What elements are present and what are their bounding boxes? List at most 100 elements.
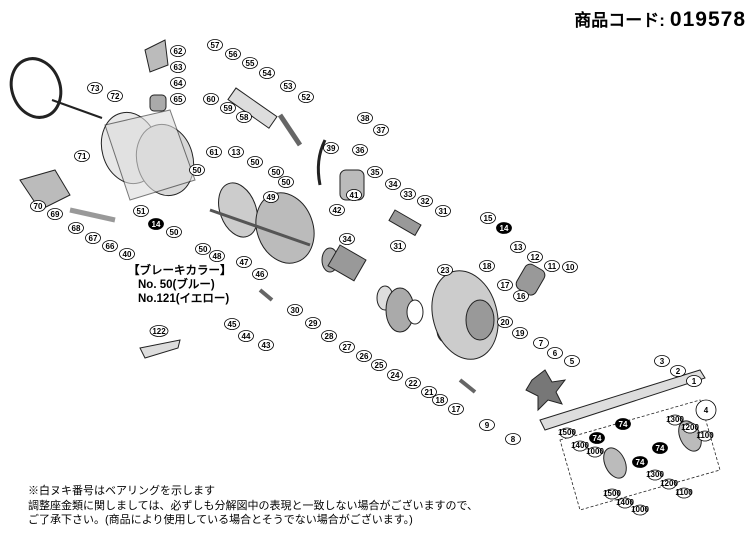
callout-17: 17: [497, 279, 513, 291]
callout-circle: [544, 260, 560, 272]
callout-number: 1500: [603, 489, 621, 498]
callout-number: 50: [199, 245, 208, 254]
callout-3: 3: [654, 355, 670, 367]
callout-number: 59: [224, 104, 233, 113]
callout-48: 48: [209, 250, 225, 262]
callout-circle: [207, 39, 223, 51]
callout-number: 1000: [631, 505, 649, 514]
callout-60: 60: [203, 93, 219, 105]
product-code-label: 商品コード:: [574, 11, 665, 30]
callout-number: 56: [229, 50, 238, 59]
callout-number: 38: [361, 114, 370, 123]
shaft-part: [69, 207, 116, 223]
callout-circle: [559, 427, 575, 439]
callout-number: 44: [242, 332, 251, 341]
callout-number: 45: [228, 320, 237, 329]
callout-circle: [437, 264, 453, 276]
callout-36: 36: [352, 144, 368, 156]
callout-13: 13: [510, 241, 526, 253]
callout-43: 43: [258, 339, 274, 351]
callout-circle: [654, 355, 670, 367]
callout-number: 40: [123, 250, 132, 259]
callout-number: 41: [350, 191, 359, 200]
screw-part: [277, 113, 303, 147]
callout-1200: 1200: [660, 478, 678, 490]
callout-number: 22: [409, 379, 418, 388]
callout-69: 69: [47, 208, 63, 220]
callout-number: 29: [309, 319, 318, 328]
callout-7: 7: [533, 337, 549, 349]
callout-53: 53: [280, 80, 296, 92]
callout-number: 33: [404, 190, 413, 199]
callout-circle: [195, 243, 211, 255]
callout-circle: [496, 222, 512, 234]
callout-27: 27: [339, 341, 355, 353]
callout-number: 52: [302, 93, 311, 102]
callout-number: 23: [441, 266, 450, 275]
callout-number: 13: [514, 243, 523, 252]
callout-32: 32: [417, 195, 433, 207]
callout-64: 64: [170, 77, 186, 89]
pawl-part: [316, 139, 327, 186]
callout-circle: [479, 260, 495, 272]
brake-color-item: No.121(イエロー): [138, 293, 230, 305]
callout-18: 18: [479, 260, 495, 272]
callout-58: 58: [236, 111, 252, 123]
callout-circle: [329, 204, 345, 216]
brake-color-item: No. 50(ブルー): [138, 279, 215, 291]
callout-circle: [305, 317, 321, 329]
callout-number: 67: [89, 234, 98, 243]
callout-circle: [448, 403, 464, 415]
callout-number: 55: [246, 59, 255, 68]
callout-21: 21: [421, 386, 437, 398]
callout-circle: [604, 488, 620, 500]
screw-part: [258, 288, 274, 302]
callout-17: 17: [448, 403, 464, 415]
callout-number: 3: [660, 357, 665, 366]
callout-circle: [346, 189, 362, 201]
callout-number: 69: [51, 210, 60, 219]
callout-circle: [432, 394, 448, 406]
callout-67: 67: [85, 232, 101, 244]
callout-number: 39: [327, 144, 336, 153]
spool-shaft-part: [209, 208, 311, 247]
callout-circle: [652, 442, 668, 454]
callout-circle: [170, 61, 186, 73]
callout-circle: [589, 432, 605, 444]
callout-9: 9: [479, 419, 495, 431]
tool-part: [139, 339, 181, 359]
callout-circle: [149, 325, 169, 337]
callout-circle: [228, 146, 244, 158]
callout-circle: [421, 386, 437, 398]
callout-circle: [647, 469, 663, 481]
callout-number: 37: [377, 126, 386, 135]
callout-25: 25: [371, 359, 387, 371]
callout-circle: [259, 67, 275, 79]
callout-circle: [209, 250, 225, 262]
callout-circle: [572, 440, 588, 452]
callout-6: 6: [547, 347, 563, 359]
callout-73: 73: [87, 82, 103, 94]
callout-number: 31: [439, 207, 448, 216]
callout-5: 5: [564, 355, 580, 367]
callout-74: 74: [652, 442, 668, 454]
worm-shaft-part: [388, 209, 422, 237]
callout-1000: 1000: [586, 446, 604, 458]
callout-50: 50: [195, 243, 211, 255]
callout-13: 13: [228, 146, 244, 158]
callout-18: 18: [432, 394, 448, 406]
callout-circle: [405, 377, 421, 389]
callout-circle: [280, 80, 296, 92]
callout-39: 39: [323, 142, 339, 154]
callout-1500: 1500: [603, 488, 621, 500]
callout-1000: 1000: [631, 504, 649, 516]
callout-57: 57: [207, 39, 223, 51]
callout-38: 38: [357, 112, 373, 124]
callout-circle: [323, 142, 339, 154]
callout-circle: [203, 93, 219, 105]
callout-circle: [87, 82, 103, 94]
callout-number: 18: [436, 396, 445, 405]
product-code: 商品コード: 019578: [574, 6, 746, 32]
callout-33: 33: [400, 188, 416, 200]
callout-circle: [247, 156, 263, 168]
